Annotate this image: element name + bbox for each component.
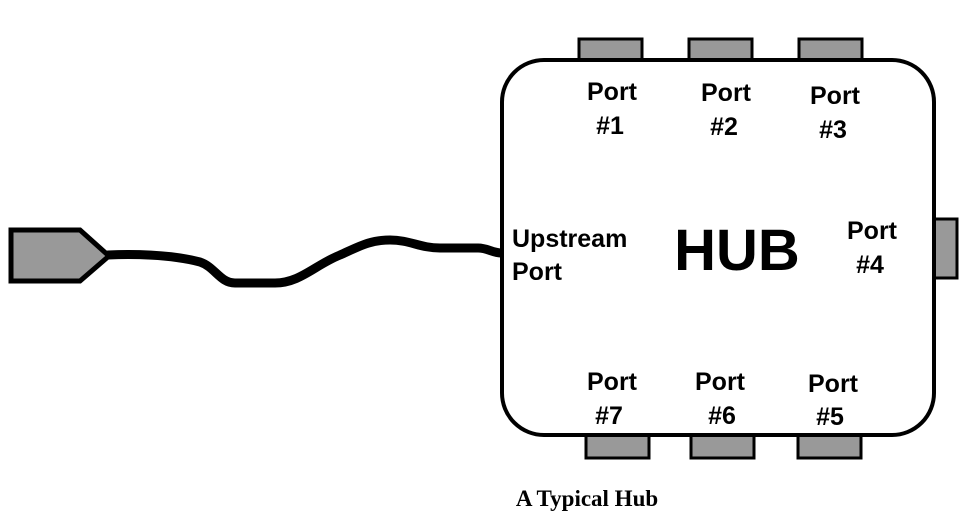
hub-body — [500, 58, 936, 437]
diagram-caption: A Typical Hub — [516, 486, 658, 511]
port-2-connector — [687, 37, 754, 62]
port-1-label: Port — [587, 78, 638, 106]
port-4-label: Port — [847, 217, 898, 245]
port-1-number: #1 — [596, 112, 624, 140]
port-7-label: Port — [587, 368, 638, 396]
usb-cable — [103, 235, 507, 288]
port-6-label: Port — [695, 368, 746, 396]
upstream-label-2: Port — [512, 258, 563, 286]
port-2-number: #2 — [710, 113, 738, 141]
port-7-connector — [584, 433, 651, 460]
port-5-label: Port — [808, 370, 859, 398]
port-7-number: #7 — [595, 402, 623, 430]
port-6-connector — [689, 433, 756, 460]
port-4-number: #4 — [856, 251, 884, 279]
port-4-connector — [932, 217, 959, 280]
port-2-label: Port — [701, 79, 752, 107]
port-5-connector — [796, 433, 863, 460]
port-3-number: #3 — [819, 116, 847, 144]
hub-title: HUB — [674, 218, 800, 283]
upstream-label-1: Upstream — [512, 225, 627, 253]
port-3-connector — [797, 37, 864, 62]
port-6-number: #6 — [708, 402, 736, 430]
port-1-connector — [577, 37, 644, 62]
port-3-label: Port — [810, 82, 861, 110]
port-5-number: #5 — [816, 403, 844, 431]
usb-plug — [8, 227, 113, 284]
